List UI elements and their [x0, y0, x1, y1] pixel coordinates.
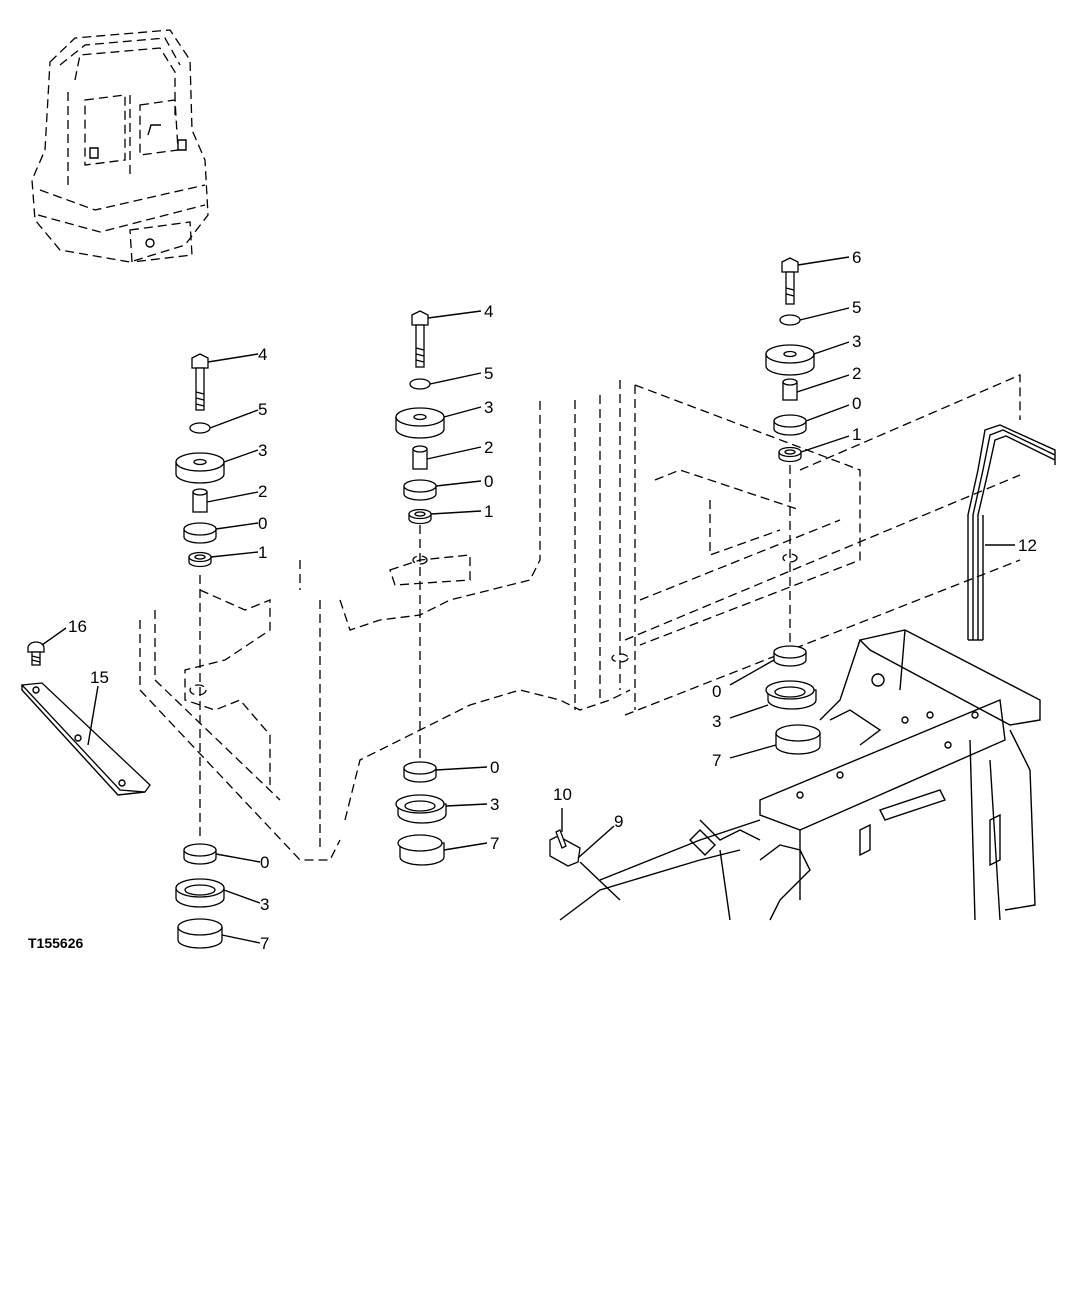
washer-left — [189, 422, 211, 434]
callout-right-bottom-washer: 0 — [712, 682, 721, 701]
callout-middle-top-washer: 0 — [484, 472, 493, 491]
callout-right-top-mount: 3 — [852, 332, 861, 351]
washer-right — [779, 314, 801, 326]
mount-stack-left — [175, 353, 261, 949]
callout-middle-top-mount: 3 — [484, 398, 493, 417]
callout-right-stopper: 1 — [852, 425, 861, 444]
callout-left-top-washer: 0 — [258, 514, 267, 533]
washer-middle — [409, 378, 431, 390]
top-washer-left — [183, 522, 217, 536]
callout-middle-bolt: 4 — [484, 302, 493, 321]
bolt-left — [191, 353, 209, 369]
callout-left-top-mount: 3 — [258, 441, 267, 460]
bottom-washer-right — [773, 645, 807, 659]
callout-left-nut: 7 — [260, 934, 269, 953]
callout-right-top-washer: 0 — [852, 394, 861, 413]
callout-left-sleeve: 2 — [258, 482, 267, 501]
callout-right-washer: 5 — [852, 298, 861, 317]
nut-left — [177, 918, 223, 936]
mount-stack-middle — [395, 310, 488, 866]
callout-rod: 12 — [1018, 536, 1037, 555]
callout-middle-nut: 7 — [490, 834, 499, 853]
bolt-right — [781, 257, 799, 273]
top-washer-right — [773, 414, 807, 428]
callout-left-washer: 5 — [258, 400, 267, 419]
screw-16 — [27, 627, 67, 666]
cover-15 — [20, 682, 151, 796]
callout-clamp: 9 — [614, 812, 623, 831]
callout-right-bottom-mount: 3 — [712, 712, 721, 731]
callout-right-bolt: 6 — [852, 248, 861, 267]
bottom-washer-left — [183, 843, 217, 857]
callout-left-bottom-washer: 0 — [260, 853, 269, 872]
callout-middle-washer: 5 — [484, 364, 493, 383]
callouts-right: 6 5 3 2 0 1 0 3 7 — [712, 248, 861, 770]
top-washer-middle — [403, 479, 437, 493]
callouts-middle: 4 5 3 2 0 1 0 3 7 — [484, 302, 499, 853]
callout-middle-bottom-mount: 3 — [490, 795, 499, 814]
callouts-misc: 10 9 12 16 15 — [68, 536, 1037, 831]
rod-12 — [967, 424, 1056, 641]
base-frame — [559, 629, 1041, 921]
bottom-washer-middle — [403, 761, 437, 775]
callout-left-bolt: 4 — [258, 345, 267, 364]
callouts-left: 4 5 3 2 0 1 0 3 7 — [258, 345, 269, 953]
clip-10 — [549, 808, 621, 901]
figure-id: T155626 — [28, 935, 83, 951]
callout-left-stopper: 1 — [258, 543, 267, 562]
cab-thumbnail — [31, 29, 209, 263]
callout-left-bottom-mount: 3 — [260, 895, 269, 914]
callout-right-sleeve: 2 — [852, 364, 861, 383]
callout-middle-bottom-washer: 0 — [490, 758, 499, 777]
mount-stack-right — [729, 256, 850, 759]
cab-frame-outline — [139, 374, 1021, 861]
callout-right-nut: 7 — [712, 751, 721, 770]
callout-screw: 16 — [68, 617, 87, 636]
bolt-middle — [411, 310, 429, 326]
callout-cover: 15 — [90, 668, 109, 687]
nut-right — [775, 724, 821, 742]
callout-middle-stopper: 1 — [484, 502, 493, 521]
callout-middle-sleeve: 2 — [484, 438, 493, 457]
nut-middle — [397, 834, 443, 852]
callout-clip: 10 — [553, 785, 572, 804]
